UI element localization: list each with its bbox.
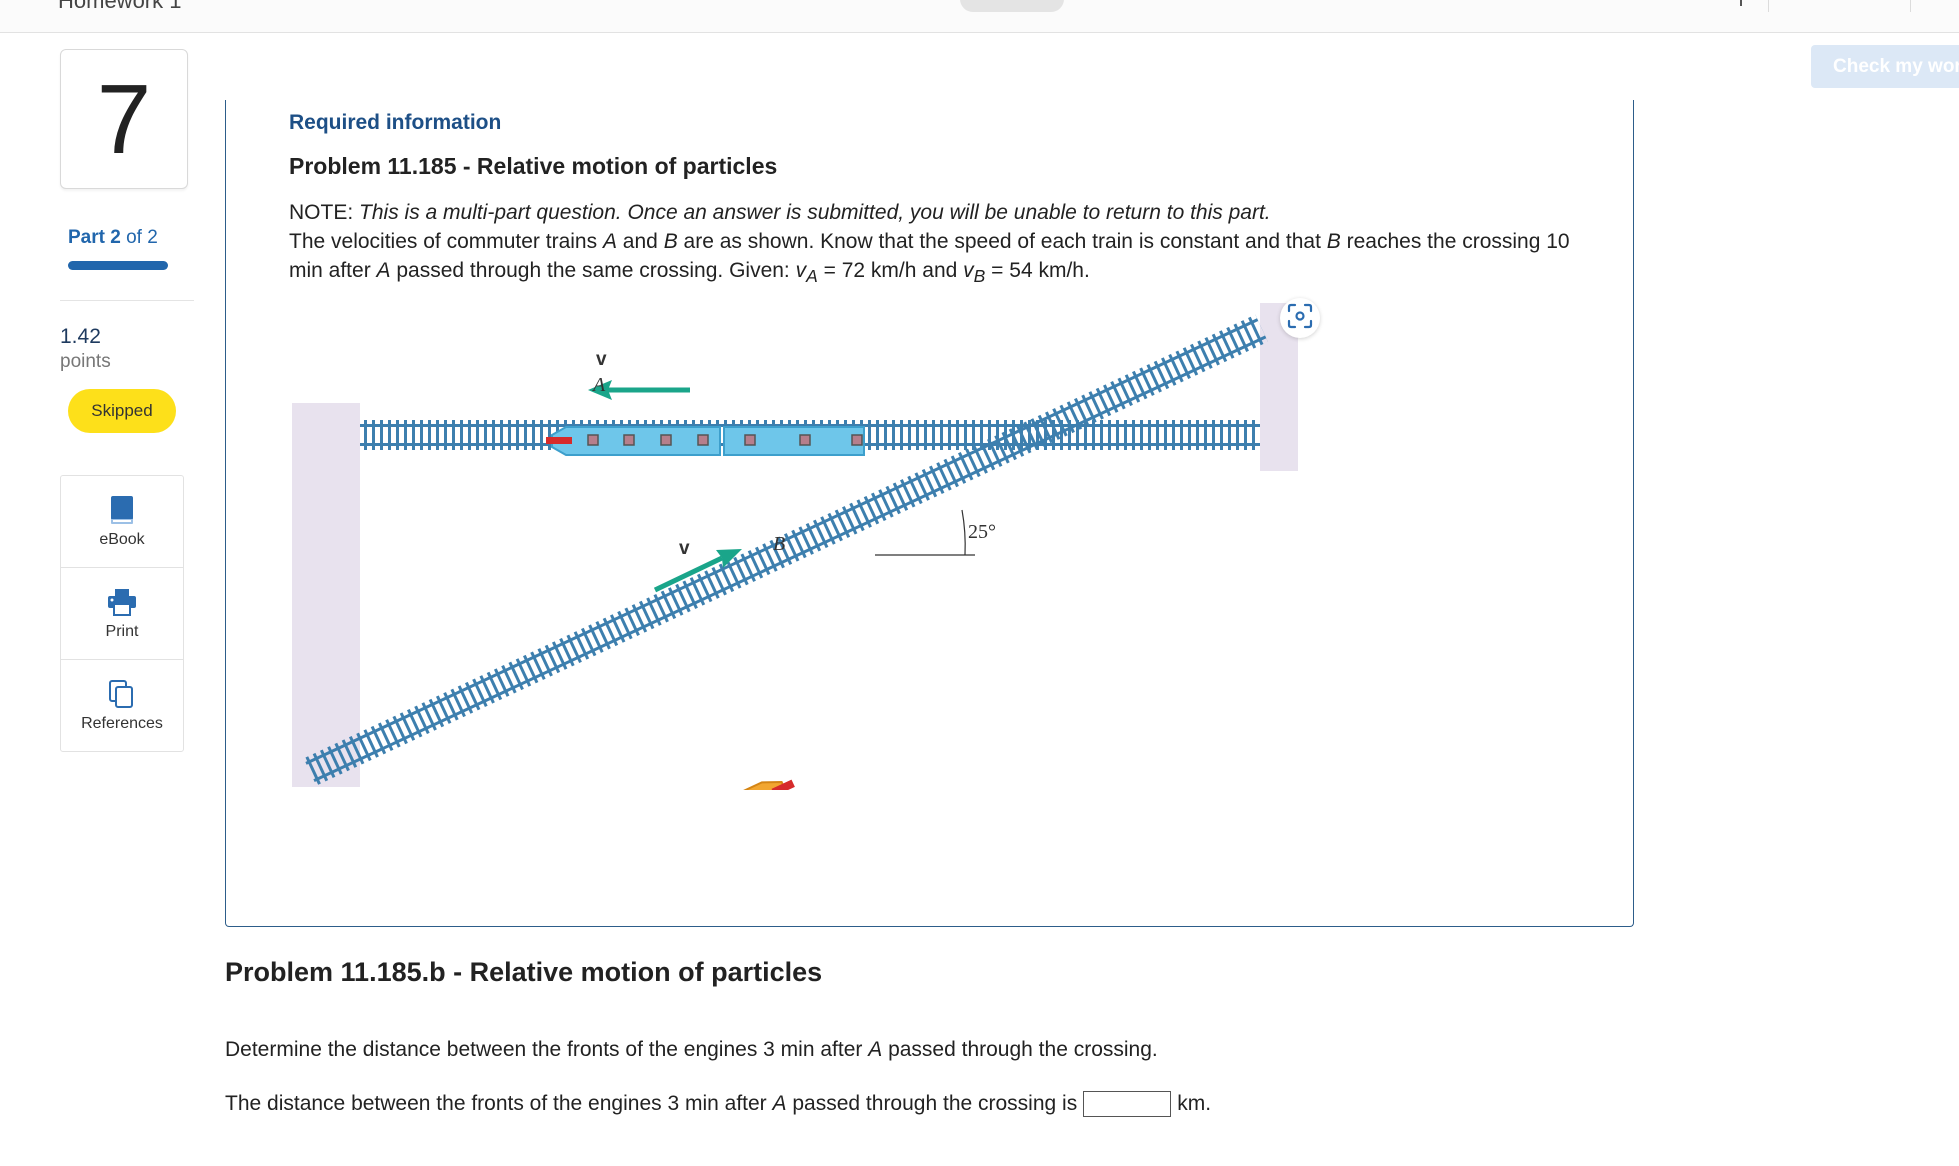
zoom-image-button[interactable] <box>1280 298 1320 338</box>
ebook-button[interactable]: eBook <box>61 476 183 568</box>
ebook-label: eBook <box>99 530 145 548</box>
given-vb: = 54 km/h. <box>985 259 1090 282</box>
description-text: and <box>616 230 664 253</box>
train-b-ref: B <box>663 230 678 253</box>
answer-text: The distance between the fronts of the e… <box>225 1092 767 1115</box>
top-bar: Homework 1 <box>0 0 1959 33</box>
prompt-text: passed through the crossing. <box>882 1038 1158 1061</box>
book-icon <box>107 495 137 525</box>
train-a-ref: A <box>868 1038 883 1061</box>
velocity-arrow-a <box>588 380 690 400</box>
given-va: = 72 km/h and <box>817 259 964 282</box>
part-label: Part <box>68 227 105 248</box>
velocity-arrow-b <box>653 549 742 593</box>
answer-line: The distance between the fronts of the e… <box>225 1091 1211 1117</box>
description-text: are as shown. Know that the speed of eac… <box>677 230 1327 253</box>
tools-panel: eBook Print References <box>60 475 184 752</box>
part-progress-bar <box>68 261 168 270</box>
print-label: Print <box>105 622 139 640</box>
references-button[interactable]: References <box>61 660 183 751</box>
velocity-symbol: v <box>795 259 807 282</box>
printer-icon <box>107 587 137 617</box>
diagonal-track <box>303 314 1268 786</box>
train-a <box>546 426 865 456</box>
question-number: 7 <box>60 49 188 189</box>
angle-indicator <box>875 509 975 556</box>
distance-answer-input[interactable] <box>1083 1091 1172 1117</box>
velocity-subscript-b: B <box>973 266 986 287</box>
part-current: 2 <box>110 227 121 248</box>
note-text: This is a multi-part question. Once an a… <box>359 201 1271 224</box>
sidebar-divider <box>60 300 194 301</box>
points-label: points <box>60 351 111 372</box>
velocity-subscript-a: A <box>806 266 818 287</box>
train-b <box>613 779 795 790</box>
part-indicator: Part 2 of 2 <box>68 227 158 249</box>
train-b-ref: B <box>1326 230 1341 253</box>
train-a-ref: A <box>772 1092 787 1115</box>
answer-text: passed through the crossing is <box>792 1092 1078 1115</box>
status-badge: Skipped <box>68 389 176 433</box>
label-va: v <box>596 349 607 370</box>
problem-title: Problem 11.185 - Relative motion of part… <box>289 153 778 179</box>
print-button[interactable]: Print <box>61 568 183 660</box>
label-b: B <box>773 533 785 555</box>
part-total: of 2 <box>126 227 158 248</box>
topbar-divider <box>1768 0 1769 12</box>
label-vb: v <box>679 538 690 559</box>
train-a-ref: A <box>602 230 617 253</box>
references-label: References <box>81 714 163 732</box>
note-prefix: NOTE: <box>289 201 360 224</box>
topbar-divider <box>1910 0 1911 12</box>
angle-label: 25° <box>968 521 996 543</box>
prompt-text: Determine the distance between the front… <box>225 1038 869 1061</box>
train-a-ref: A <box>376 259 391 282</box>
problem-note: NOTE: This is a multi-part question. Onc… <box>289 198 1589 291</box>
zoom-scan-icon <box>1287 303 1313 334</box>
check-my-work-button[interactable]: Check my work <box>1811 45 1959 88</box>
velocity-symbol: v <box>963 259 974 282</box>
label-a: A <box>591 374 606 396</box>
tick-mark <box>1740 0 1742 6</box>
required-info-panel <box>225 100 1634 927</box>
required-info-heading: Required information <box>289 111 502 134</box>
question-prompt: Determine the distance between the front… <box>225 1038 1158 1062</box>
nav-pill[interactable] <box>960 0 1064 12</box>
assignment-title: Homework 1 <box>58 0 182 13</box>
description-text: passed through the same crossing. Given: <box>390 259 796 282</box>
description-text: reaches the crossing 10 min after <box>289 230 1570 282</box>
points-value: 1.42 <box>60 325 101 348</box>
left-wall <box>292 403 360 787</box>
unit-label: km. <box>1177 1092 1212 1115</box>
train-crossing-figure: A v B v 25° <box>292 303 1298 790</box>
question-title: Problem 11.185.b - Relative motion of pa… <box>225 957 823 987</box>
documents-icon <box>107 679 137 709</box>
description-text: The velocities of commuter trains <box>289 230 603 253</box>
